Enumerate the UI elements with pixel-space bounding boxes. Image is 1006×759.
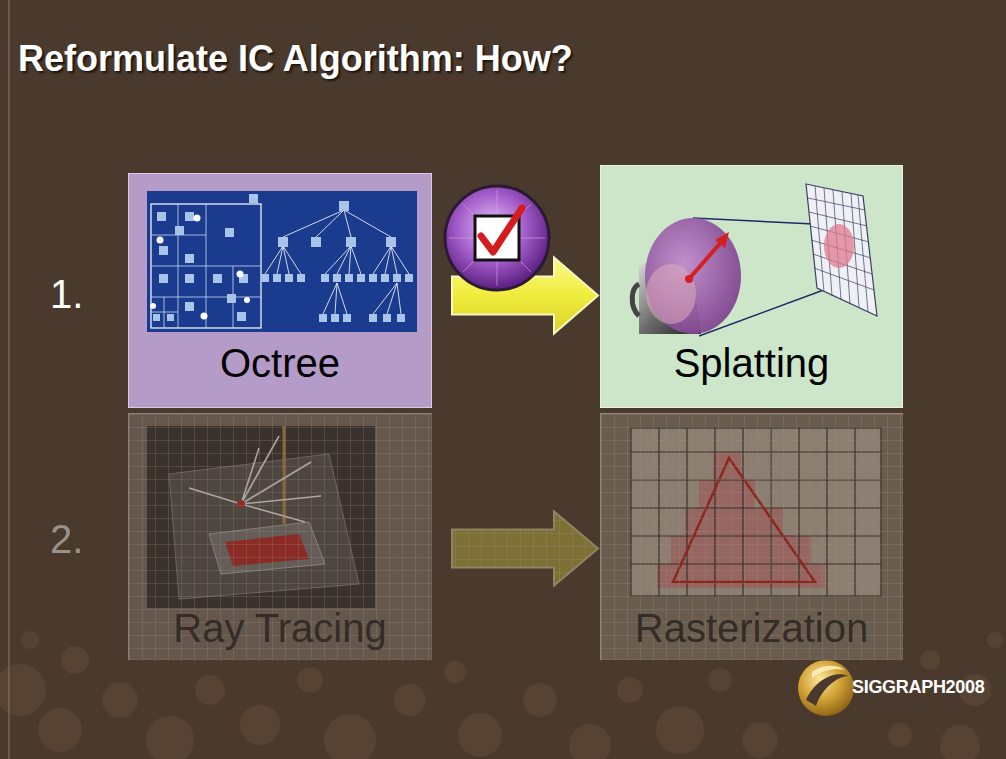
- rasterization-panel: Rasterization: [600, 413, 903, 660]
- panel-label: Rasterization: [601, 605, 902, 651]
- ray-tracing-panel: Ray Tracing: [128, 413, 432, 660]
- arrow-grid-overlay: [452, 512, 598, 586]
- panel-label: Splatting: [601, 340, 902, 386]
- slide-title: Reformulate IC Algorithm: How?: [18, 38, 573, 80]
- row-number: 1.: [50, 272, 83, 317]
- octree-panel: Octree: [128, 173, 432, 408]
- panel-label: Octree: [129, 340, 431, 386]
- conference-logo-text: SIGGRAPH2008: [852, 677, 984, 698]
- panel-label: Ray Tracing: [129, 605, 431, 651]
- row-number: 2.: [50, 517, 83, 562]
- block-arrow: [452, 512, 598, 586]
- splatting-panel: Splatting: [600, 165, 903, 408]
